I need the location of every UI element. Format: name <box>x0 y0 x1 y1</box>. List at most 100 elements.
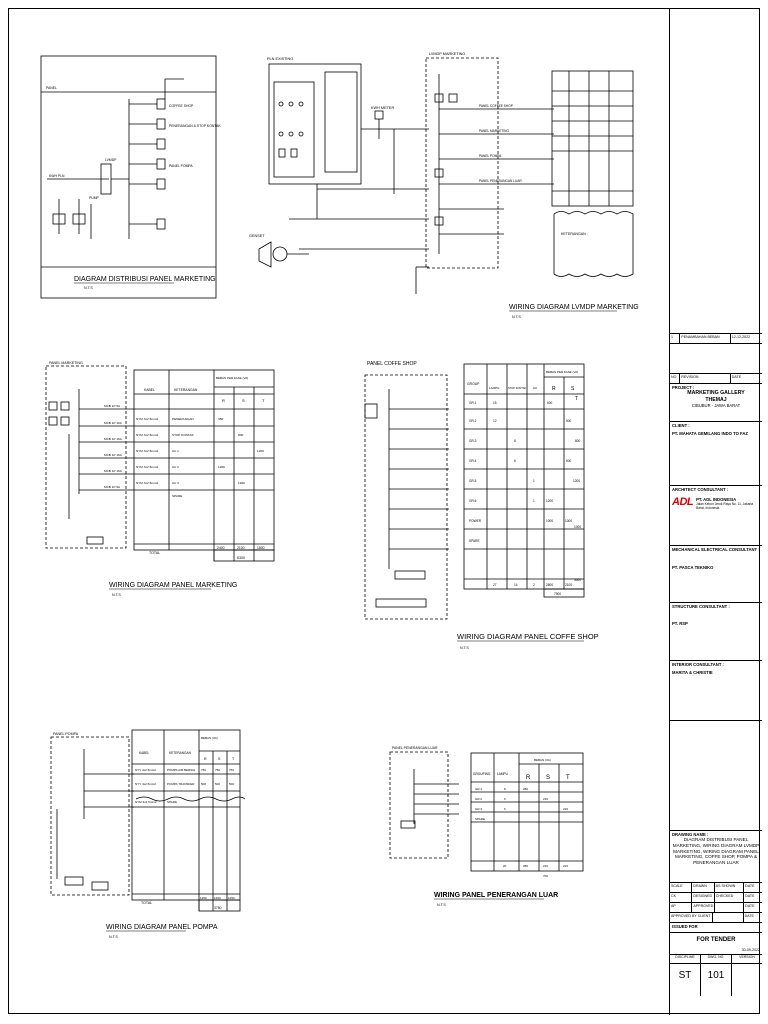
pl-r2-t: 210 <box>563 807 568 811</box>
tb-blank-top <box>670 9 762 334</box>
sign-1-1: DESIGNED <box>692 893 715 902</box>
cs-r1-s: 500 <box>566 419 572 423</box>
pp-total-r: 1250 <box>200 896 207 900</box>
pp-col-beban: BEBAN (VA) <box>201 736 218 740</box>
discipline-code: ST <box>670 963 701 996</box>
rev-date: 12-12-2022 <box>731 335 751 339</box>
sign-0-0: SCALE <box>670 883 693 892</box>
cs-grand-total: 7900 <box>554 592 561 596</box>
pl-r1-lampu: 6 <box>504 797 506 801</box>
pm-r5-c0: MCB 1P 6A <box>104 485 121 489</box>
interior-name: MARITA & CHRISTIE <box>672 670 713 676</box>
dwg-number: 101 <box>701 963 732 996</box>
pl-r0-lampu: 8 <box>504 787 506 791</box>
pm-r4-c2: AC 3 <box>172 481 179 485</box>
pm-rows: NYM 3x2.5mm2 PENERANGAN 450 NYM 3x2.5mm2… <box>104 404 264 498</box>
pl-scale: N.T.S <box>437 903 446 907</box>
pm-panel-label: PANEL MARKETING <box>49 361 83 365</box>
cs-r7-group: SPARE <box>469 539 480 543</box>
cs-r0-r: 600 <box>547 401 553 405</box>
rev-desc: PENAMBAHAN BEBAN <box>680 334 731 343</box>
dist-label-coffee: COFFEE SHOP <box>169 104 194 108</box>
cs-total-r: 2800 <box>546 583 553 587</box>
pm-r1-c4: 900 <box>238 433 243 437</box>
pp-total-label: TOTAL <box>141 901 152 905</box>
pp-r1-s: 500 <box>215 782 220 786</box>
cs-r6-t: 1000 <box>574 525 581 529</box>
sign-1-3: DATE <box>745 894 755 898</box>
pp-grand-total: 3750 <box>214 906 222 910</box>
pm-col-t: T <box>262 398 265 403</box>
cs-col-r: R <box>552 386 556 392</box>
revision-row: 1 PENAMBAHAN BEBAN 12-12-2022 <box>670 334 762 344</box>
cs-col-t: T <box>575 396 578 402</box>
drawing-sheet: DIAGRAM DISTRIBUSI PANEL MARKETING N.T.S… <box>8 8 762 1015</box>
wiring-diagram-panel-coffe-shop <box>364 363 585 620</box>
lvmdp-feeder-3: PANEL POMPA <box>479 154 502 158</box>
architect-address: Jalan Kebon Jeruk Raya No. 11, Jakarta B… <box>696 501 754 510</box>
cs-r6-s: 1000 <box>565 519 572 523</box>
cs-total-s: 2100 <box>565 583 572 587</box>
sign-row-client: APPROVED BY CLIENT DATE <box>670 913 762 923</box>
pl-r1-s: 210 <box>543 797 548 801</box>
pl-grand-total: 700 <box>543 874 548 878</box>
mep-name: PT. PASCA TEKNIKO <box>672 565 714 571</box>
sign-3-0: APPROVED BY CLIENT <box>670 913 714 922</box>
architect-name: PT. ADL INDONESIA <box>696 496 737 502</box>
cs-col-group: GROUP <box>467 382 480 386</box>
structure-cell: STRUCTURE CONSULTANT : PT. RSP <box>670 603 762 661</box>
project-cell: PROJECT : MARKETING GALLERY THEMAJ CIBUB… <box>670 384 762 422</box>
dist-title: DIAGRAM DISTRIBUSI PANEL MARKETING <box>74 276 216 283</box>
dist-label-kwh: KWH PLN <box>49 174 65 178</box>
lvmdp-genset-label: GENSET <box>249 234 265 238</box>
pp-r0-ket: POMPA AIR BERSIH <box>167 768 195 772</box>
pm-r0-c3: 450 <box>218 417 223 421</box>
pm-total-t: 1800 <box>257 546 265 550</box>
sign-3-3: DATE <box>744 914 754 918</box>
issued-label-cell: ISSUED FOR <box>670 923 762 933</box>
pl-title: WIRING PANEL PENERANGAN LUAR <box>434 892 558 899</box>
lvmdp-legend-title: KETERANGAN : <box>561 232 588 236</box>
pl-r2-group: GR.3 <box>475 807 482 811</box>
pm-r1-c2: STOP KONTAK <box>172 433 195 437</box>
cs-r5-group: GR.6 <box>469 499 477 503</box>
pp-col-r: R <box>204 757 207 761</box>
title-block: 1 PENAMBAHAN BEBAN 12-12-2022 NO REVISIO… <box>669 9 762 1015</box>
sign-1-2: CHECKED <box>715 893 745 902</box>
dist-label-panel: PANEL <box>46 86 57 90</box>
pl-col-t: T <box>566 775 570 781</box>
pm-r3-c1: NYM 3x2.5mm2 <box>136 465 158 469</box>
architect-cell: ARCHITECT CONSULTANT : ADL PT. ADL INDON… <box>670 486 762 546</box>
pp-r0-t: 750 <box>229 768 234 772</box>
pp-r1-kabel: NYY 4x2.5mm2 <box>135 782 156 786</box>
cs-r5-r: 1200 <box>546 499 553 503</box>
pm-r0-c2: PENERANGAN <box>172 417 194 421</box>
issued-date: 30-09-2022 <box>741 947 760 952</box>
pp-r2-kabel: NYM 3x2.5mm2 <box>135 800 157 804</box>
pl-total-t: 210 <box>563 864 568 868</box>
sign-row-ck: CK DESIGNED CHECKED DATE <box>670 893 762 903</box>
lvmdp-kwh-label: KWH METER <box>371 106 394 110</box>
cs-r2-t: 800 <box>575 439 581 443</box>
dwg-header-row: DISCIPLINE DWG. NO. VERSION <box>670 955 762 964</box>
cs-r3-s: 600 <box>566 459 572 463</box>
rev-header-desc: REVISION <box>680 374 731 383</box>
pl-col-lampu: LAMPU <box>497 772 509 776</box>
structure-name: PT. RSP <box>672 621 688 627</box>
pm-col-s: S <box>242 398 245 403</box>
tb-blank-mid <box>670 721 762 831</box>
lvmdp-feeder-4: PANEL PENERANGAN LUAR <box>479 179 522 183</box>
cs-r6-r: 1000 <box>546 519 553 523</box>
pp-scale: N.T.S <box>109 935 118 939</box>
pm-r2-c5: 1200 <box>257 449 264 453</box>
dist-label-pompa: PANEL POMPA <box>169 164 193 168</box>
sign-0-3: DATE <box>745 884 755 888</box>
pm-col-ket: KETERANGAN <box>174 388 198 392</box>
pp-col-kabel: KABEL <box>139 751 150 755</box>
diagram-distribusi-panel-marketing <box>40 55 217 299</box>
lvmdp-feeder-1: PANEL COFFEE SHOP <box>479 104 513 108</box>
pm-grand-total: 6300 <box>237 556 245 560</box>
sign-2-1: APPROVED <box>692 903 715 912</box>
pm-r2-c1: NYM 3x2.5mm2 <box>136 449 158 453</box>
pp-total-s: 1250 <box>214 896 221 900</box>
